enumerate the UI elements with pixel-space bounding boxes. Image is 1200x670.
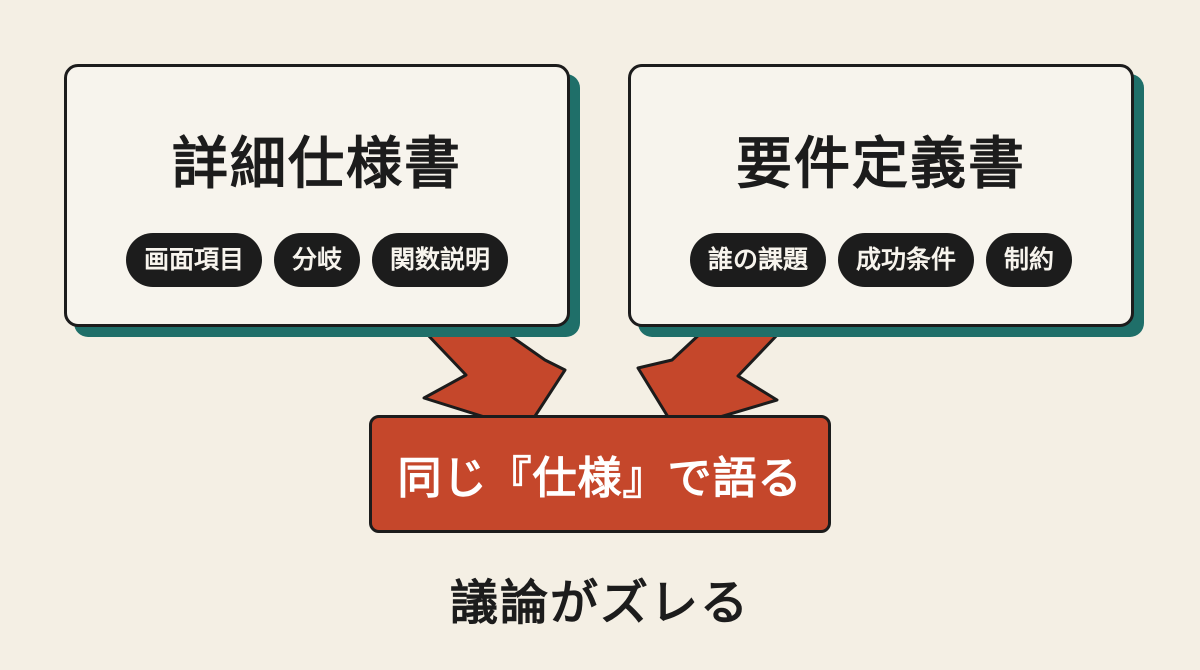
same-spec-box: 同じ『仕様』で語る [369, 415, 831, 533]
tag-function-description: 関数説明 [372, 233, 509, 287]
requirements-title: 要件定義書 [736, 132, 1026, 197]
detailed-spec-title: 詳細仕様書 [172, 132, 462, 197]
requirements-card: 要件定義書 誰の課題 成功条件 制約 [628, 64, 1134, 327]
tag-constraints: 制約 [986, 233, 1073, 287]
same-spec-label: 同じ『仕様』で語る [397, 453, 803, 504]
tag-branching: 分岐 [273, 233, 360, 287]
arrow-left-to-result [422, 330, 567, 432]
requirements-tags: 誰の課題 成功条件 制約 [689, 233, 1073, 287]
detailed-spec-card: 詳細仕様書 画面項目 分岐 関数説明 [64, 64, 570, 327]
tag-screen-items: 画面項目 [125, 233, 262, 287]
tag-whose-problem: 誰の課題 [689, 233, 826, 287]
conclusion-text: 議論がズレる [449, 575, 750, 631]
tag-success-criteria: 成功条件 [837, 233, 974, 287]
detailed-spec-tags: 画面項目 分岐 関数説明 [125, 233, 509, 287]
